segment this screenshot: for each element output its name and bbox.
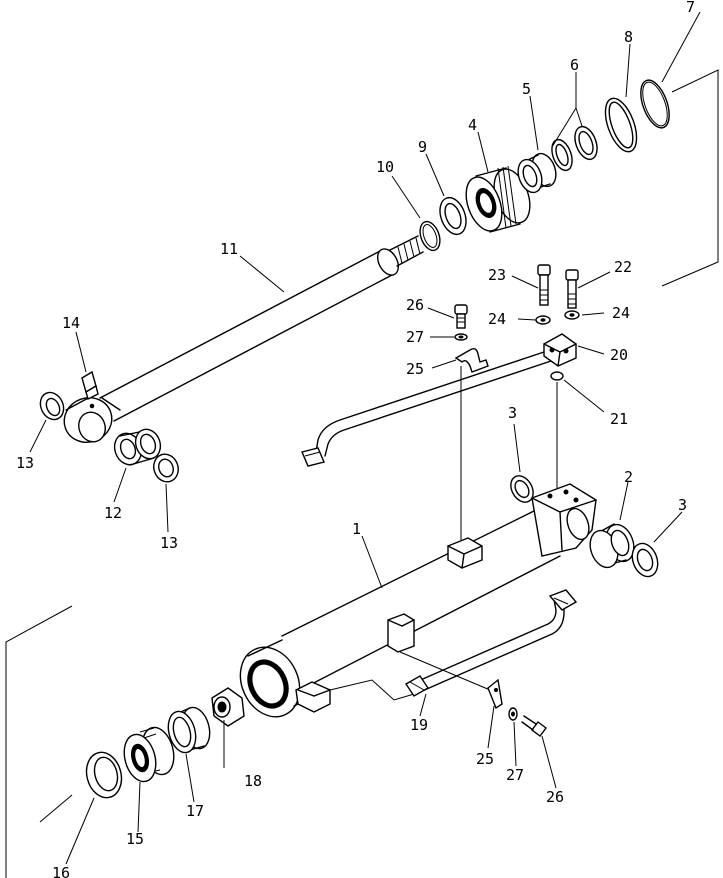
label-7: 7	[686, 0, 695, 16]
leader-lines	[29, 11, 701, 865]
o-ring-21	[550, 371, 564, 381]
cylinder-tube	[239, 483, 597, 718]
label-2: 2	[624, 468, 633, 486]
seal-3-right	[631, 542, 659, 578]
dust-seal-left	[39, 391, 65, 421]
label-8: 8	[624, 28, 633, 46]
label-15: 15	[126, 830, 144, 848]
bushing	[113, 428, 162, 466]
assembly-bracket-bottom-left	[5, 605, 73, 878]
label-26-upper: 26	[406, 296, 424, 314]
grease-fitting	[81, 370, 99, 401]
label-19: 19	[410, 716, 428, 734]
label-13-left: 13	[16, 454, 34, 472]
label-12: 12	[104, 504, 122, 522]
label-9: 9	[418, 138, 427, 156]
label-25-lower: 25	[476, 750, 494, 768]
bolt-23	[537, 264, 551, 306]
label-4: 4	[468, 116, 477, 134]
label-23: 23	[488, 266, 506, 284]
label-20: 20	[610, 346, 628, 364]
lower-tube	[405, 589, 578, 697]
bushing-5	[517, 152, 557, 194]
nut-18	[211, 687, 245, 727]
bushing-2	[589, 523, 635, 569]
washer-27-upper	[454, 333, 468, 341]
label-14: 14	[62, 314, 80, 332]
label-3-right: 3	[678, 496, 687, 514]
washer-24-left	[535, 315, 551, 325]
label-18: 18	[244, 772, 262, 790]
label-13-right: 13	[160, 534, 178, 552]
piston-15	[123, 726, 175, 783]
clamp-25-upper	[454, 347, 489, 373]
upper-tube	[301, 349, 555, 467]
flange-block-20	[543, 333, 577, 367]
dust-seal-9	[439, 196, 467, 236]
snap-ring	[419, 220, 441, 252]
rod-thread	[389, 235, 424, 267]
label-3-left: 3	[508, 404, 517, 422]
dust-seal-right	[153, 453, 179, 483]
label-27-lower: 27	[506, 766, 524, 784]
label-24-left: 24	[488, 310, 506, 328]
bolt-26-lower	[521, 715, 547, 737]
wear-ring-16	[85, 751, 123, 799]
washer-24-right	[564, 310, 580, 320]
label-6: 6	[570, 56, 579, 74]
label-26-lower: 26	[546, 788, 564, 806]
label-10: 10	[376, 158, 394, 176]
cylinder-head	[465, 165, 531, 233]
bolt-26-upper	[454, 304, 468, 329]
washer-27-lower	[508, 707, 518, 721]
label-24-right: 24	[612, 304, 630, 322]
rod-packing-6	[551, 125, 598, 172]
label-27-upper: 27	[406, 328, 424, 346]
o-ring-7	[640, 79, 670, 129]
label-17: 17	[186, 802, 204, 820]
label-16: 16	[52, 864, 70, 878]
backup-ring-8	[604, 97, 638, 153]
ring-17	[167, 706, 211, 754]
label-1: 1	[352, 520, 361, 538]
assembly-bracket-top-right	[661, 69, 719, 287]
seal-3-left	[510, 475, 534, 503]
callout-labels: 7 8 6 5 4 9 10 11 14 13 12 13 23 22 24 2…	[16, 0, 695, 878]
label-11: 11	[220, 240, 238, 258]
label-22: 22	[614, 258, 632, 276]
piston-rod	[63, 235, 424, 443]
label-25-upper: 25	[406, 360, 424, 378]
clamp-25-lower	[487, 678, 503, 710]
bolt-22	[565, 269, 579, 309]
label-5: 5	[522, 80, 531, 98]
label-21: 21	[610, 410, 628, 428]
